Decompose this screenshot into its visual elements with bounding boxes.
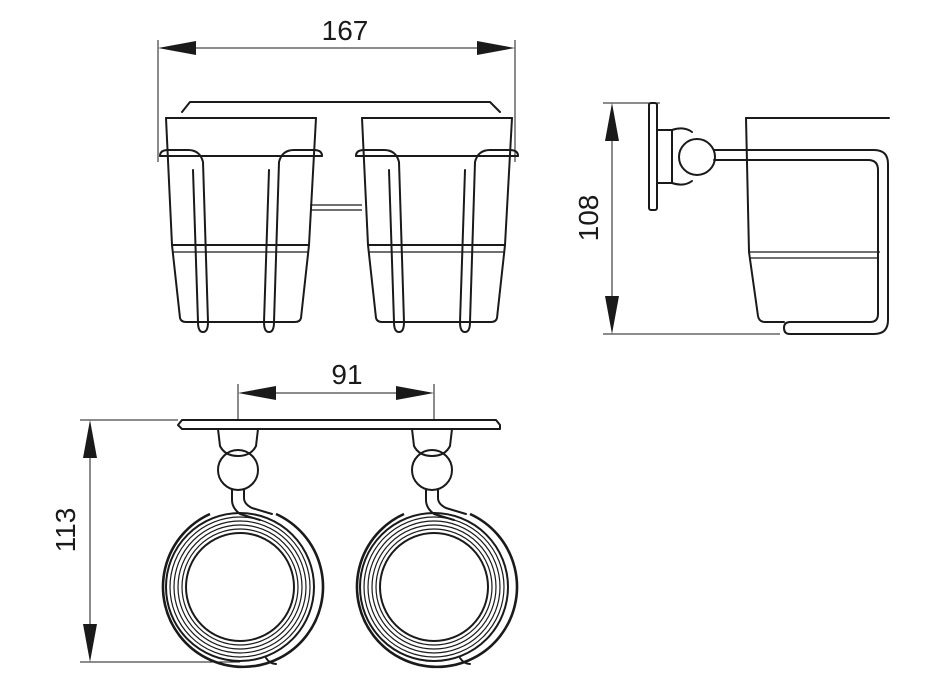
dimension-width: 167 [157, 15, 516, 162]
dimension-arrow [605, 296, 619, 334]
dimension-height-label: 108 [573, 195, 604, 242]
dimension-spacing-label: 91 [331, 359, 362, 390]
dimension-spacing: 91 [237, 359, 435, 420]
top-ring-left [161, 512, 325, 669]
dimension-arrow [158, 41, 196, 55]
dimension-arrow [83, 420, 97, 458]
dimension-arrow [477, 41, 515, 55]
dimension-arrow [605, 103, 619, 141]
dimension-depth: 113 [50, 419, 240, 663]
front-cup-right [355, 117, 519, 333]
dimension-arrow [396, 386, 434, 400]
dimension-depth-label: 113 [50, 508, 81, 553]
top-view: 91 113 [50, 359, 519, 669]
front-cup-left [159, 117, 323, 333]
top-mount-left [217, 428, 273, 521]
side-view: 108 [573, 102, 890, 335]
dimension-arrow [238, 386, 276, 400]
dimension-arrow [83, 624, 97, 662]
top-ring-right [355, 512, 519, 669]
top-mount-right [411, 428, 467, 521]
front-view: 167 [157, 15, 519, 333]
dimension-width-label: 167 [322, 15, 369, 46]
dimension-height: 108 [573, 102, 780, 335]
